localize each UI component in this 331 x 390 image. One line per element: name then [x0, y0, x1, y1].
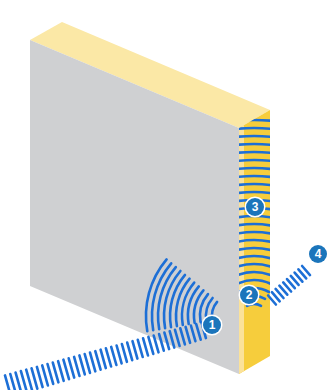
wave-stroke	[133, 341, 138, 358]
wave-stroke	[170, 331, 175, 347]
internal-waves	[155, 120, 331, 306]
wave-stroke	[138, 340, 143, 357]
wave-arc	[231, 272, 277, 278]
wave-stroke	[106, 348, 111, 366]
wave-stroke	[63, 360, 69, 380]
wave-stroke	[95, 351, 100, 370]
wave-arc	[152, 263, 171, 330]
wave-arc	[167, 144, 331, 167]
wave-stroke	[154, 336, 159, 353]
wave-arc	[194, 290, 203, 323]
wave-stroke	[148, 337, 153, 354]
wave-stroke	[21, 371, 27, 390]
wave-arc	[203, 216, 305, 230]
wave-arc	[175, 160, 331, 181]
wave-stroke	[159, 334, 164, 351]
wall-front	[30, 40, 239, 374]
wave-arc	[146, 259, 167, 331]
wave-stroke	[90, 353, 95, 372]
wave-stroke	[191, 326, 196, 342]
wave-arc	[207, 224, 301, 237]
wave-stroke	[186, 327, 191, 343]
callout-number: 2	[240, 286, 258, 304]
wave-stroke	[111, 347, 116, 365]
wave-stroke	[48, 364, 54, 384]
wave-arc	[163, 136, 331, 160]
wave-stroke	[117, 346, 122, 364]
wave-stroke	[302, 266, 310, 275]
wave-arc	[211, 232, 297, 244]
wave-arc	[179, 168, 329, 188]
wave-arc	[159, 128, 331, 153]
wave-stroke	[122, 344, 127, 362]
wave-stroke	[74, 357, 79, 376]
wave-stroke	[164, 333, 169, 350]
wave-stroke	[26, 370, 32, 390]
wave-arc	[183, 176, 325, 195]
wave-arc	[219, 248, 289, 257]
wave-stroke	[58, 361, 64, 381]
wave-stroke	[175, 330, 180, 346]
wave-stroke	[69, 358, 75, 377]
callout-number: 3	[246, 198, 264, 216]
wave-stroke	[101, 350, 106, 368]
wave-stroke	[42, 365, 48, 385]
wave-arc	[171, 152, 331, 174]
wave-arc	[188, 286, 199, 324]
wave-stroke	[37, 367, 43, 387]
wave-stroke	[127, 343, 132, 361]
wave-stroke	[143, 338, 148, 355]
wave-arc	[227, 264, 281, 271]
wave-arc	[223, 256, 285, 264]
callout-number: 1	[203, 316, 221, 334]
wave-arc	[215, 240, 293, 250]
wave-stroke	[79, 355, 84, 374]
wave-arc	[247, 304, 261, 306]
wave-stroke	[32, 368, 38, 388]
wave-arc	[155, 120, 331, 147]
wave-arc	[235, 280, 273, 285]
wave-stroke	[16, 373, 22, 390]
wave-stroke	[53, 363, 59, 383]
wave-stroke	[85, 354, 90, 373]
wave-stroke	[196, 324, 201, 340]
callout-number: 4	[309, 245, 327, 263]
wave-stroke	[180, 328, 185, 344]
sound-waves	[5, 259, 310, 390]
